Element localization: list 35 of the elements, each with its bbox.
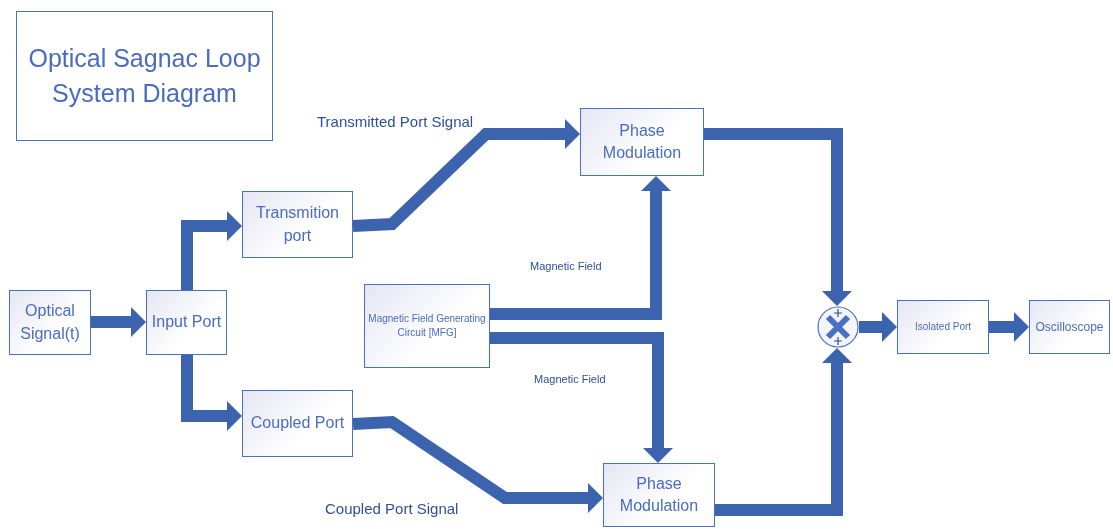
process-box [603, 463, 715, 527]
process-box [242, 191, 353, 258]
box-label: Phase Modulation [618, 473, 700, 516]
process-box [580, 108, 704, 176]
edge-label: Magnetic Field [532, 373, 608, 385]
box-label: Coupled Port [249, 413, 346, 434]
box-label: Isolated Port [913, 320, 973, 334]
edge-label: Transmitted Port Signal [315, 113, 476, 130]
edge-label: Coupled Port Signal [323, 500, 461, 517]
process-box [242, 390, 353, 457]
box-label: Optical Signal(t) [19, 301, 81, 344]
arrow [181, 211, 242, 290]
process-box [897, 300, 989, 354]
arrow [859, 312, 897, 342]
process-box [146, 290, 227, 355]
box-label: Phase Modulation [601, 120, 683, 163]
box-label: Magnetic Field Generating Circuit [MFG] [367, 312, 487, 340]
process-box [364, 284, 490, 368]
summing-junction [817, 306, 859, 348]
box-label: Transmition port [255, 203, 340, 246]
title-text: Optical Sagnac Loop System Diagram [27, 43, 262, 109]
arrow [181, 355, 242, 431]
box-label: Oscilloscope [1034, 318, 1105, 336]
edge-label: Magnetic Field [528, 260, 604, 272]
arrow [989, 312, 1029, 342]
arrow [352, 119, 580, 232]
arrow [490, 332, 673, 463]
arrow [490, 176, 671, 320]
process-box [9, 290, 91, 355]
arrow [715, 348, 852, 516]
process-box [1029, 300, 1110, 354]
box-label: Input Port [150, 312, 223, 333]
arrow [91, 307, 146, 337]
arrow [704, 128, 852, 306]
arrow [352, 415, 603, 513]
